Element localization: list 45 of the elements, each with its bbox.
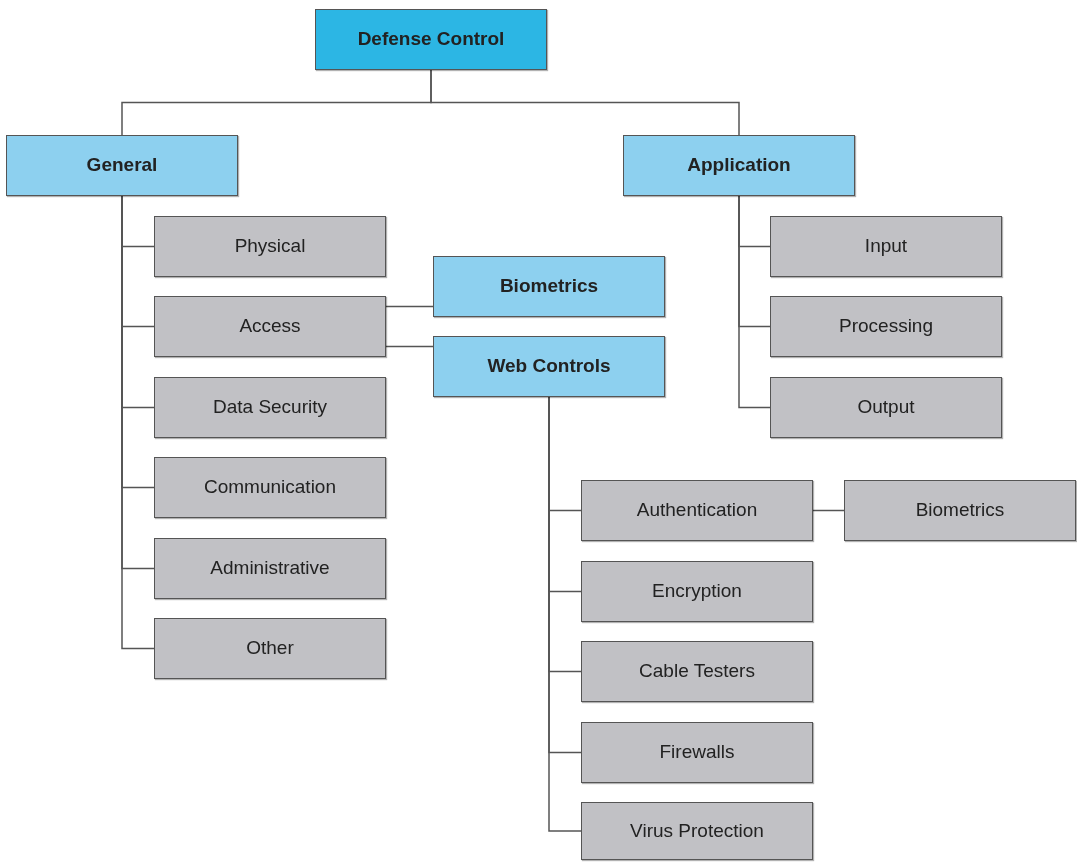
hierarchy-box <box>581 561 813 622</box>
box-label: Access <box>239 314 301 339</box>
box-label: Physical <box>234 234 306 259</box>
hierarchy-box <box>154 216 386 277</box>
box-label: Biometrics <box>499 274 599 299</box>
box-label: Application <box>687 153 791 178</box>
hierarchy-box <box>154 618 386 679</box>
hierarchy-box <box>581 641 813 702</box>
hierarchy-box <box>844 480 1076 541</box>
box-label: Firewalls <box>659 740 735 765</box>
box-label: Authentication <box>636 498 758 523</box>
hierarchy-box <box>581 722 813 783</box>
box-label: Other <box>246 636 294 661</box>
box-label: Virus Protection <box>630 818 764 843</box>
box-label: Output <box>857 395 915 420</box>
connector-line <box>385 345 434 348</box>
box-label: Web Controls <box>487 354 611 379</box>
box-label: General <box>86 153 158 178</box>
box-label: Data Security <box>212 395 327 420</box>
connector-line <box>738 195 771 409</box>
box-label: Processing <box>839 314 933 339</box>
box-label: Administrative <box>210 556 330 581</box>
hierarchy-box <box>433 256 665 317</box>
hierarchy-box <box>433 336 665 397</box>
box-label: Communication <box>204 475 336 500</box>
hierarchy-box <box>770 377 1002 438</box>
hierarchy-box <box>623 135 855 196</box>
hierarchy-box <box>770 296 1002 357</box>
box-label: Biometrics <box>915 498 1005 523</box>
box-label: Encryption <box>652 579 742 604</box>
connector-line <box>430 69 740 136</box>
connector-line <box>812 509 845 512</box>
box-label: Defense Control <box>357 27 505 52</box>
hierarchy-box <box>154 457 386 518</box>
hierarchy-box <box>770 216 1002 277</box>
hierarchy-box <box>581 480 813 541</box>
hierarchy-box <box>154 377 386 438</box>
hierarchy-box <box>154 296 386 357</box>
hierarchy-box <box>315 9 547 70</box>
box-label: Input <box>864 234 908 259</box>
box-label: Cable Testers <box>639 659 755 684</box>
hierarchy-box <box>581 802 813 860</box>
hierarchy-box <box>6 135 238 196</box>
hierarchy-box <box>154 538 386 599</box>
connector-line <box>385 305 434 308</box>
